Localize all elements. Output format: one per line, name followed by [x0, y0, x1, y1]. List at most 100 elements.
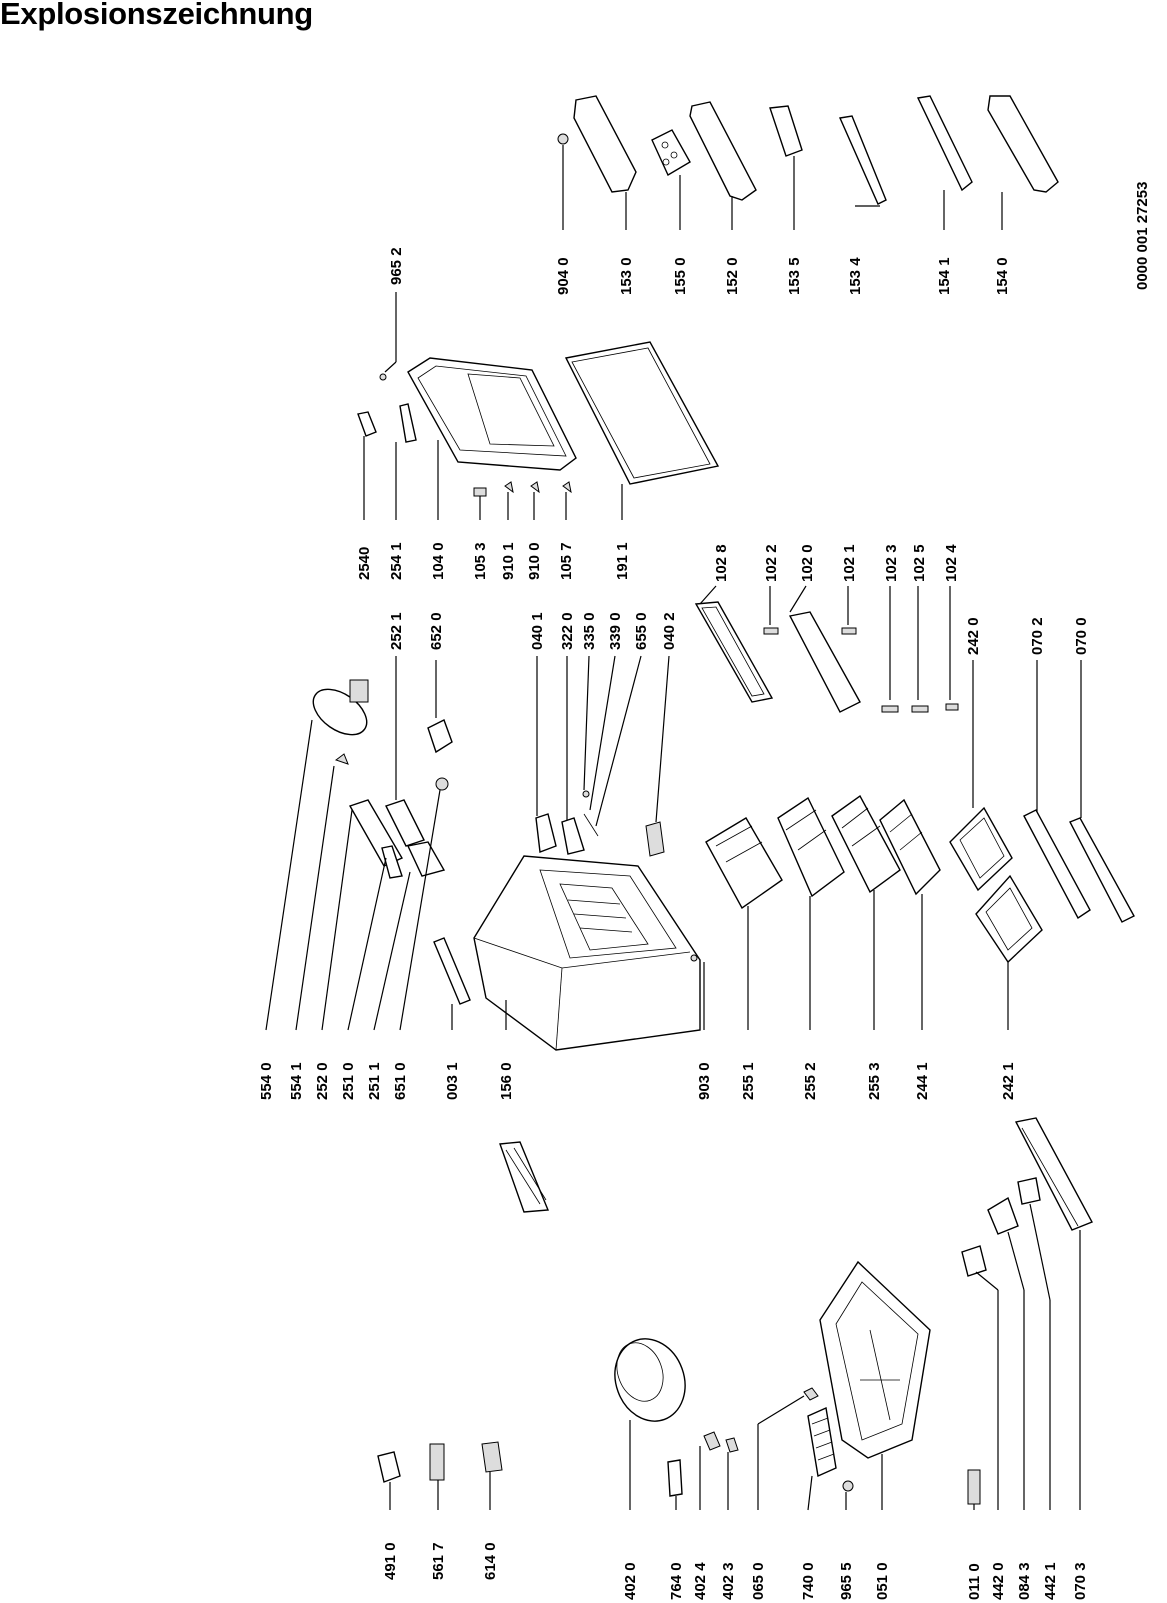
door-group: 965 2 2540 254 1 104 0 105 3 910 1 910 0… [356, 247, 720, 580]
part-102-5 [911, 705, 929, 713]
label-070-3: 070 3 [1072, 1562, 1089, 1600]
part-084-3 [987, 1196, 1019, 1235]
part-335-0 [582, 790, 590, 798]
label-102-0: 102 0 [799, 544, 816, 582]
label-339-0: 339 0 [607, 612, 624, 650]
shelves-group: 255 1 255 2 255 3 244 1 [705, 794, 941, 1100]
label-084-3: 084 3 [1016, 1562, 1033, 1600]
part-242-0 [949, 806, 1013, 892]
part-910-0 [530, 481, 540, 494]
part-065-0 [803, 1387, 819, 1401]
label-554-1: 554 1 [288, 1062, 305, 1100]
label-102-1: 102 1 [841, 544, 858, 582]
part-070-3 [1014, 1117, 1093, 1231]
label-442-1: 442 1 [1042, 1562, 1059, 1600]
label-910-1: 910 1 [500, 542, 517, 580]
part-965-5 [842, 1480, 854, 1492]
part-051-0-base [819, 1260, 931, 1459]
part-254-1 [399, 403, 417, 443]
label-251-0: 251 0 [340, 1062, 357, 1100]
label-903-0: 903 0 [696, 1062, 713, 1100]
part-153-5 [769, 105, 803, 157]
label-652-0: 652 0 [428, 612, 445, 650]
part-102-3 [881, 705, 899, 713]
label-255-3: 255 3 [866, 1062, 883, 1100]
part-102-0 [788, 611, 861, 713]
label-102-3: 102 3 [883, 544, 900, 582]
part-251-0 [381, 845, 403, 879]
label-764-0: 764 0 [668, 1562, 685, 1600]
label-105-7: 105 7 [558, 542, 575, 580]
document-code: 0000 001 27253 [1134, 182, 1151, 290]
control-parts-group: 252 1 652 0 554 0 554 1 252 0 251 0 251 … [258, 612, 471, 1100]
label-254-1: 254 1 [388, 542, 405, 580]
part-251-1 [406, 841, 446, 877]
label-2540: 2540 [356, 547, 373, 580]
part-155-0 [651, 129, 691, 176]
part-242-1 [975, 874, 1043, 964]
label-255-1: 255 1 [740, 1062, 757, 1100]
machine-compartment-group: 402 0 764 0 402 4 402 3 065 0 740 0 965 … [614, 1260, 931, 1600]
part-040-1 [535, 813, 557, 853]
page-title: Explosionszeichnung [0, 0, 313, 31]
label-011-0: 011 0 [966, 1563, 983, 1600]
part-255-3 [831, 794, 901, 894]
part-614-0 [481, 1441, 503, 1473]
label-051-0: 051 0 [874, 1562, 891, 1600]
part-903-0 [690, 954, 698, 962]
label-102-2: 102 2 [763, 544, 780, 582]
label-153-4: 153 4 [847, 257, 864, 295]
part-910-1 [504, 481, 514, 494]
label-104-0: 104 0 [430, 542, 447, 580]
part-561-7 [429, 1443, 445, 1481]
part-154-0 [987, 95, 1059, 193]
label-561-7: 561 7 [430, 1542, 447, 1580]
part-255-2 [777, 796, 845, 898]
label-040-1: 040 1 [529, 612, 546, 650]
label-252-0: 252 0 [314, 1062, 331, 1100]
thermostat-group: 011 0 442 0 084 3 442 1 070 3 [961, 1117, 1093, 1600]
part-102-8 [694, 601, 774, 703]
part-2540 [357, 411, 377, 437]
label-252-1: 252 1 [388, 612, 405, 650]
label-965-2: 965 2 [388, 247, 405, 285]
label-402-4: 402 4 [692, 1562, 709, 1600]
label-156-0: 156 0 [498, 1062, 515, 1100]
hinge-group: 040 1 322 0 335 0 339 0 655 0 040 2 [529, 612, 678, 857]
label-155-0: 155 0 [672, 257, 689, 295]
label-102-8: 102 8 [713, 544, 730, 582]
part-152-0 [689, 101, 757, 201]
label-655-0: 655 0 [633, 612, 650, 650]
part-153-4 [838, 115, 887, 205]
part-402-0-compressor [614, 1338, 686, 1422]
part-105-7 [562, 481, 572, 494]
part-322-0 [561, 817, 585, 855]
cabinet-group: 156 0 903 0 [473, 855, 713, 1213]
part-003-1 [433, 937, 471, 1005]
label-554-0: 554 0 [258, 1062, 275, 1100]
part-402-4 [703, 1431, 721, 1451]
part-252-1 [385, 799, 425, 847]
part-104-0-door [407, 357, 577, 471]
label-740-0: 740 0 [800, 1562, 817, 1600]
label-491-0: 491 0 [382, 1542, 399, 1580]
label-251-1: 251 1 [366, 1062, 383, 1100]
part-011-0 [967, 1469, 981, 1505]
freezer-compartment-group: 102 8 102 2 102 0 102 1 102 3 102 5 102 … [694, 544, 960, 713]
label-402-0: 402 0 [622, 1562, 639, 1600]
label-003-1: 003 1 [444, 1062, 461, 1100]
label-651-0: 651 0 [392, 1062, 409, 1100]
label-614-0: 614 0 [482, 1542, 499, 1580]
part-651-0 [435, 777, 449, 791]
label-335-0: 335 0 [581, 612, 598, 650]
part-764-0 [667, 1459, 683, 1497]
label-191-1: 191 1 [614, 542, 631, 580]
part-070-0 [1069, 817, 1135, 923]
label-904-0: 904 0 [555, 257, 572, 295]
part-102-2 [763, 627, 779, 635]
label-242-0: 242 0 [965, 617, 982, 655]
part-554-1 [334, 753, 349, 765]
part-102-1 [841, 627, 857, 635]
part-153-0 [573, 95, 637, 193]
